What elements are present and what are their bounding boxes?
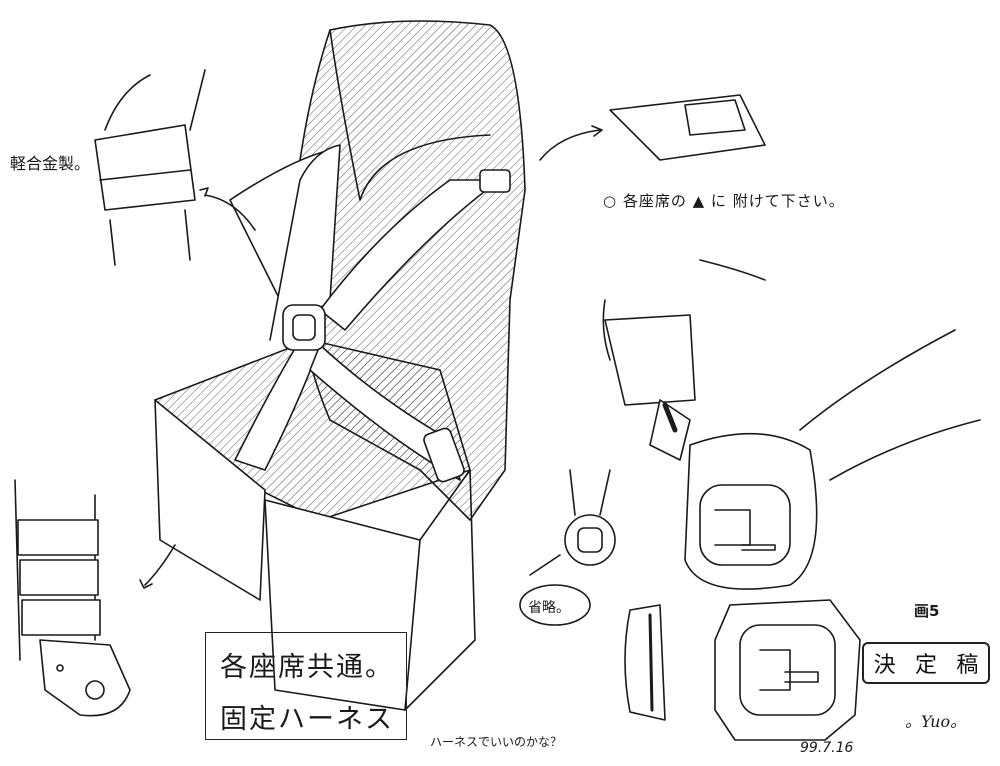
title-box bbox=[205, 632, 407, 740]
sheet-number: 画5 bbox=[914, 602, 940, 620]
omitted-harness-sketch bbox=[519, 469, 616, 626]
material-note: 軽合金製。 bbox=[10, 154, 91, 173]
stamp-char: 稿 bbox=[956, 653, 979, 678]
omit-note: 省略。 bbox=[528, 600, 570, 616]
stamp-char: 決 bbox=[873, 653, 896, 678]
buckle-views-drawing bbox=[624, 599, 861, 741]
alloy-bracket-drawing bbox=[94, 69, 256, 266]
title-line-1: 各座席共通。 bbox=[220, 652, 394, 683]
question-note: ハーネスでいいのかな？ bbox=[430, 735, 563, 749]
stamp-char: 定 bbox=[914, 653, 937, 678]
signature: 。Yuo。 bbox=[905, 712, 967, 731]
date-label: 99.7.16 bbox=[800, 740, 854, 756]
title-line-2: 固定ハーネス bbox=[220, 704, 394, 735]
attach-note: ○ 各座席の ▲ に 附けて下さい。 bbox=[603, 192, 845, 210]
seat-drawing bbox=[154, 20, 526, 711]
buckle-drawing bbox=[602, 259, 981, 590]
strap-anchor-drawing bbox=[14, 479, 176, 717]
final-draft-stamp: 決 定 稿 bbox=[862, 642, 990, 684]
attachment-plate-drawing bbox=[539, 94, 766, 161]
